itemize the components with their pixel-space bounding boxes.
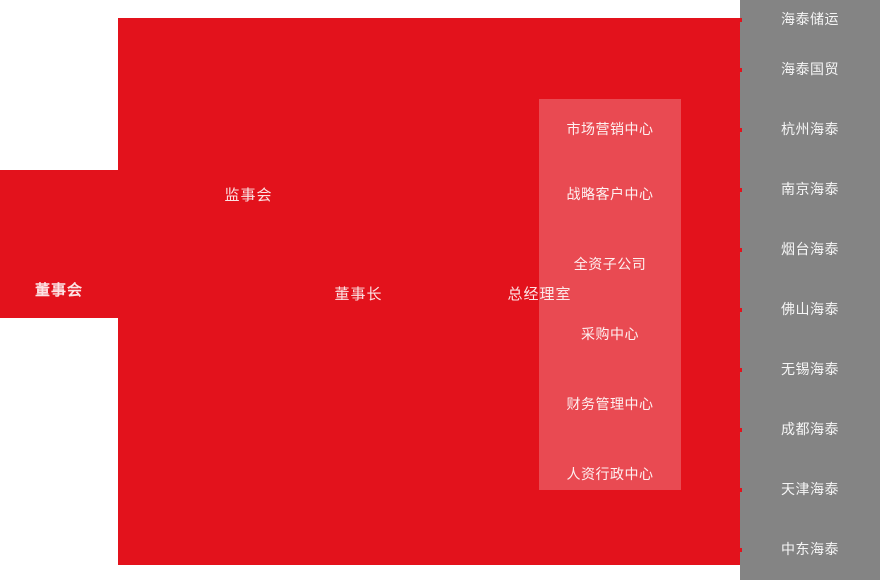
department-label: 市场营销中心	[566, 121, 654, 138]
subsidiary-label: 天津海泰	[781, 482, 839, 498]
subsidiary-list: 海泰储运 海泰国贸 杭州海泰 南京海泰 烟台海泰 佛山海泰	[738, 0, 880, 580]
bullet-marker-icon	[533, 403, 537, 407]
subsidiary-label: 烟台海泰	[781, 242, 839, 258]
bullet-marker-icon	[738, 248, 742, 252]
subsidiary-label: 南京海泰	[781, 182, 839, 198]
department-label: 财务管理中心	[566, 397, 654, 413]
department-label: 采购中心	[581, 327, 639, 343]
general-manager-office-label[interactable]: 总经理室	[507, 285, 572, 303]
chairman-label[interactable]: 董事长	[334, 285, 383, 303]
department-item[interactable]: 采购中心	[533, 300, 681, 370]
sidebar-accent-rail	[736, 18, 740, 565]
department-label: 战略客户中心	[566, 187, 654, 203]
bullet-marker-icon	[533, 333, 537, 337]
subsidiary-label: 中东海泰	[781, 542, 839, 558]
subsidiary-label: 无锡海泰	[781, 362, 839, 378]
subsidiary-item[interactable]: 烟台海泰	[738, 220, 880, 280]
department-item[interactable]: 人资行政中心	[533, 440, 681, 510]
subsidiary-label: 海泰储运	[781, 12, 839, 28]
bullet-marker-icon	[533, 263, 537, 267]
bullet-marker-icon	[738, 548, 742, 552]
bullet-marker-icon	[533, 193, 537, 197]
subsidiary-item[interactable]: 南京海泰	[738, 160, 880, 220]
main-board-panel: 监事会 董事长 总经理室 市场营销中心 战略客户中心 全资子公司	[118, 18, 740, 565]
department-label: 全资子公司	[573, 257, 647, 273]
department-item[interactable]: 财务管理中心	[533, 370, 681, 440]
subsidiary-label: 佛山海泰	[781, 302, 839, 318]
subsidiary-label: 海泰国贸	[781, 62, 839, 78]
bullet-marker-icon	[738, 18, 742, 22]
bullet-marker-icon	[738, 428, 742, 432]
subsidiary-label: 杭州海泰	[781, 122, 839, 138]
subsidiary-item[interactable]: 杭州海泰	[738, 100, 880, 160]
department-list: 市场营销中心 战略客户中心 全资子公司 采购中心 财务管理中心	[533, 99, 681, 490]
subsidiary-item[interactable]: 天津海泰	[738, 460, 880, 520]
subsidiary-item[interactable]: 海泰储运	[738, 0, 880, 40]
bullet-marker-icon	[738, 488, 742, 492]
board-of-directors-block[interactable]: 董事会	[0, 170, 118, 318]
department-item[interactable]: 市场营销中心	[533, 99, 681, 160]
supervisory-board-label[interactable]: 监事会	[224, 186, 273, 204]
department-panel: 市场营销中心 战略客户中心 全资子公司 采购中心 财务管理中心	[533, 99, 681, 490]
bullet-marker-icon	[533, 473, 537, 477]
bullet-marker-icon	[738, 308, 742, 312]
department-item[interactable]: 全资子公司	[533, 230, 681, 300]
board-of-directors-label: 董事会	[34, 281, 83, 299]
bullet-marker-icon	[738, 68, 742, 72]
bullet-marker-icon	[738, 188, 742, 192]
subsidiary-item[interactable]: 海泰国贸	[738, 40, 880, 100]
subsidiary-item[interactable]: 中东海泰	[738, 520, 880, 580]
subsidiary-label: 成都海泰	[781, 422, 839, 438]
bullet-marker-icon	[533, 127, 537, 132]
bullet-marker-icon	[738, 128, 742, 132]
subsidiary-sidebar: 海泰储运 海泰国贸 杭州海泰 南京海泰 烟台海泰 佛山海泰	[738, 0, 880, 580]
department-item[interactable]: 战略客户中心	[533, 160, 681, 230]
subsidiary-item[interactable]: 无锡海泰	[738, 340, 880, 400]
subsidiary-item[interactable]: 佛山海泰	[738, 280, 880, 340]
bullet-marker-icon	[738, 368, 742, 372]
subsidiary-item[interactable]: 成都海泰	[738, 400, 880, 460]
department-label: 人资行政中心	[566, 467, 654, 483]
